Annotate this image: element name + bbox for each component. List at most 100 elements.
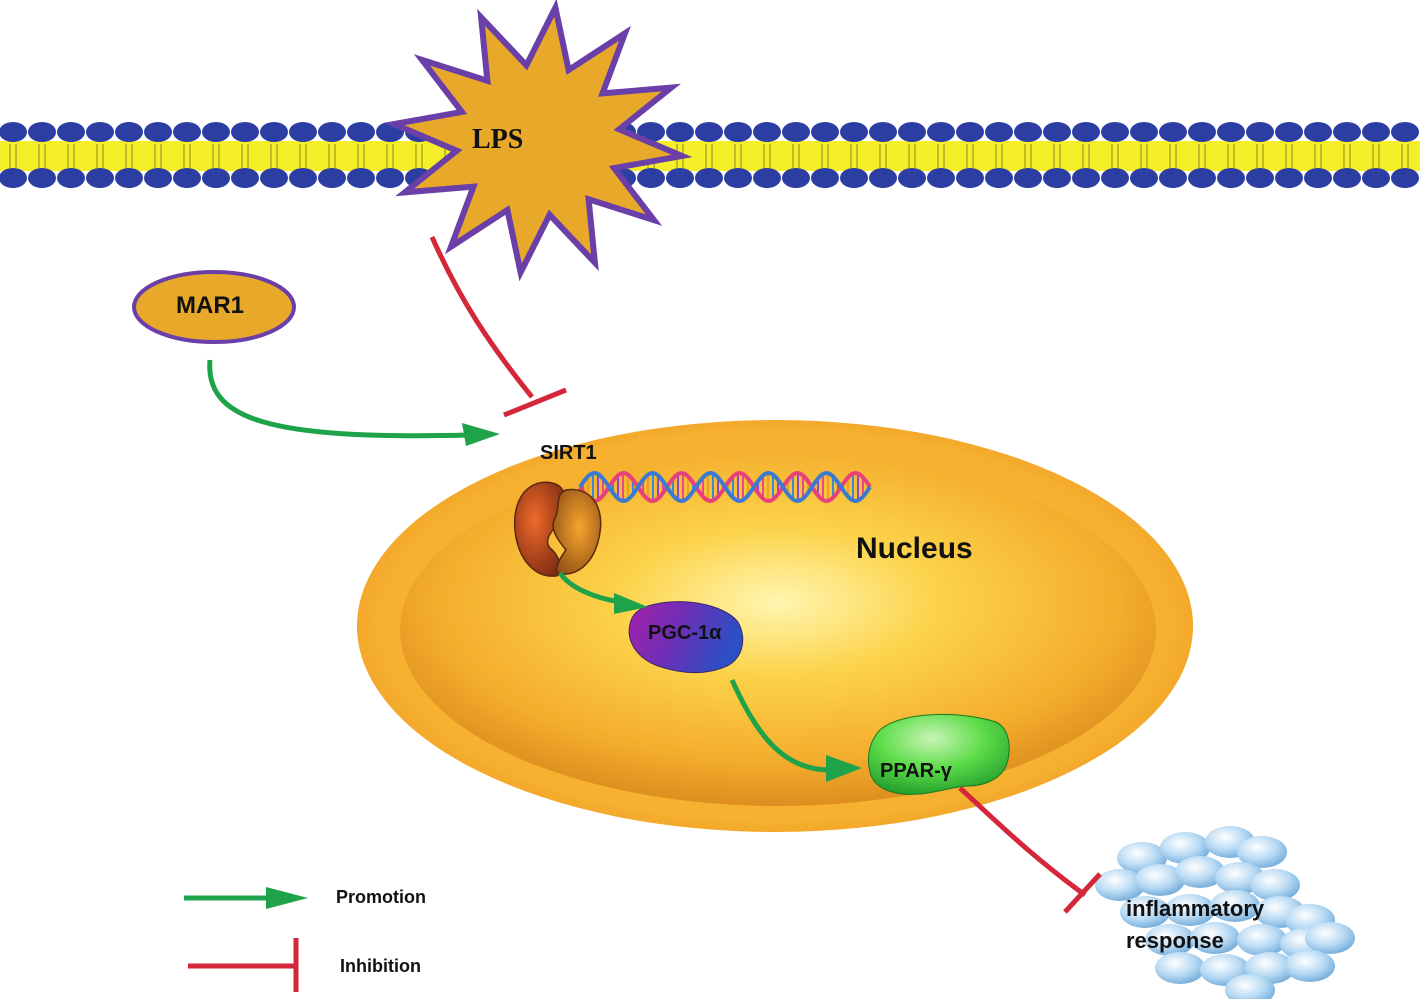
membrane-head-bottom [260,168,288,188]
nucleus-label: Nucleus [856,532,973,565]
membrane-head-bottom [1130,168,1158,188]
membrane-head-top [869,122,897,142]
legend-promotion-arrowhead [266,887,308,909]
membrane-head-top [0,122,27,142]
legend-inhibition-label: Inhibition [340,956,421,976]
membrane-head-bottom [202,168,230,188]
membrane-head-bottom [985,168,1013,188]
membrane-head-bottom [173,168,201,188]
membrane-head-bottom [666,168,694,188]
membrane-head-bottom [318,168,346,188]
membrane-head-top [753,122,781,142]
inflammatory-cell [1305,922,1355,954]
membrane-head-bottom [1188,168,1216,188]
inflammatory-cell [1237,836,1287,868]
lps-inhibition-bar [503,387,567,418]
membrane-head-top [1101,122,1129,142]
membrane-head-bottom [695,168,723,188]
membrane-head-top [86,122,114,142]
inflammatory-cell [1135,864,1185,896]
membrane-head-bottom [289,168,317,188]
membrane-head-bottom [86,168,114,188]
inflammatory-cell [1155,952,1205,984]
inflammatory-cell [1190,922,1240,954]
sirt1-label: SIRT1 [540,442,597,464]
pgc1a-shape [628,601,744,673]
membrane-head-bottom [782,168,810,188]
ppar-gamma-shape [867,713,1010,795]
membrane-head-top [1362,122,1390,142]
membrane-head-top [260,122,288,142]
membrane-head-top [1304,122,1332,142]
membrane-tail-band [0,141,1420,171]
membrane-head-top [57,122,85,142]
membrane-head-bottom [144,168,172,188]
membrane-head-top [347,122,375,142]
pgc1a-label: PGC-1α [648,622,722,644]
ppar-inhibition-line [958,786,1087,898]
inflammatory-cell [1095,869,1145,901]
response-label: response [1126,928,1224,953]
membrane-head-bottom [1101,168,1129,188]
membrane-head-bottom [869,168,897,188]
membrane-head-top [898,122,926,142]
membrane-head-top [1072,122,1100,142]
inflammatory-cluster [1095,826,1355,999]
membrane-head-bottom [637,168,665,188]
lps-star-shape [383,0,693,282]
membrane-head-bottom [753,168,781,188]
membrane-head-bottom [1246,168,1274,188]
membrane-head-top [231,122,259,142]
membrane-head-bottom [1362,168,1390,188]
ppar-gamma-label: PPAR-γ [880,760,952,782]
sirt1-arrowhead [614,593,648,614]
membrane-head-bottom [1159,168,1187,188]
mar1-label: MAR1 [176,292,245,319]
membrane-head-top [1275,122,1303,142]
membrane-head-top [811,122,839,142]
mar1-ellipse [132,270,296,344]
membrane-head-top [1159,122,1187,142]
membrane-head-bottom [898,168,926,188]
membrane-head-top [115,122,143,142]
membrane-head-bottom [956,168,984,188]
legend-promotion-label: Promotion [336,887,426,907]
membrane-head-top [1014,122,1042,142]
membrane-head-bottom [347,168,375,188]
sirt1-protein [513,481,602,577]
mar1-arrowhead [462,423,500,446]
inflammatory-cell [1165,894,1215,926]
membrane-head-top [724,122,752,142]
membrane-head-bottom [1014,168,1042,188]
membrane-head-bottom [115,168,143,188]
membrane-head-top [1391,122,1419,142]
membrane-head-bottom [1391,168,1419,188]
membrane-head-bottom [1304,168,1332,188]
membrane-head-top [289,122,317,142]
inflammatory-cell [1210,890,1260,922]
membrane-head-bottom [57,168,85,188]
membrane-head-bottom [1072,168,1100,188]
pgc1a-promotion-arrow [729,678,831,773]
membrane-head-top [173,122,201,142]
membrane-head-top [1333,122,1361,142]
inflammatory-cell [1237,924,1287,956]
lps-label: LPS [472,124,524,155]
membrane-head-top [927,122,955,142]
membrane-head-bottom [1333,168,1361,188]
membrane-head-bottom [811,168,839,188]
membrane-head-bottom [1217,168,1245,188]
membrane-head-bottom [1275,168,1303,188]
membrane-head-top [985,122,1013,142]
ppar-inhibition-bar [1063,872,1102,914]
inflammatory-cell [1175,856,1225,888]
membrane-head-top [318,122,346,142]
membrane-head-bottom [376,168,404,188]
membrane-head-top [1043,122,1071,142]
membrane-head-top [666,122,694,142]
cell-membrane [0,122,1420,188]
membrane-head-top [1217,122,1245,142]
mar1-promotion-arrow [207,359,471,439]
